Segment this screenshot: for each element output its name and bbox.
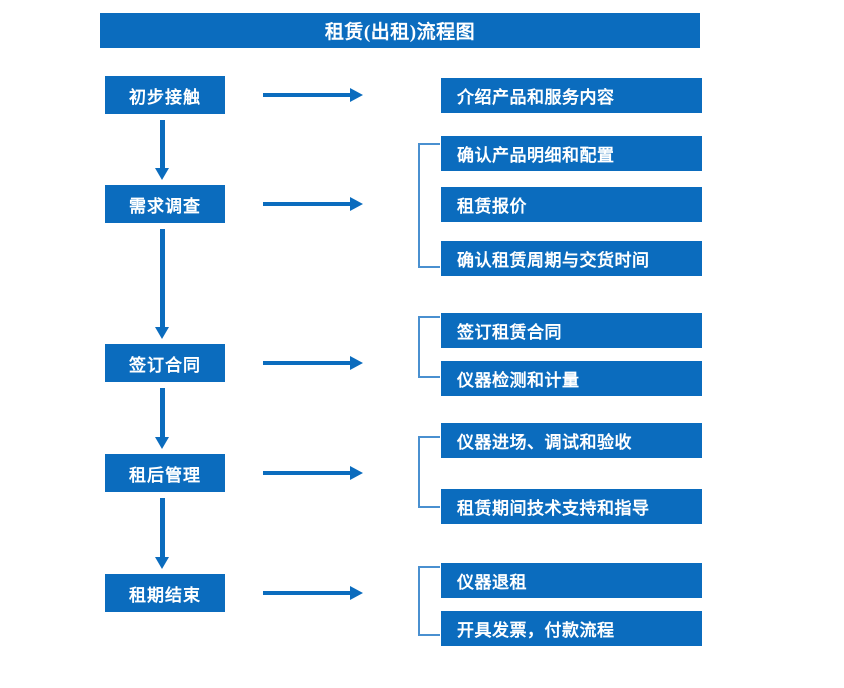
detail-box-confirm-product-details[interactable]: 确认产品明细和配置 bbox=[441, 136, 702, 171]
group-bracket-sign-contract bbox=[418, 316, 440, 378]
vertical-arrow-contract-to-management bbox=[155, 388, 169, 449]
vertical-arrow-contact-to-survey bbox=[155, 120, 169, 180]
group-bracket-requirement-survey bbox=[418, 143, 440, 268]
vertical-arrow-management-to-lease-end bbox=[155, 498, 169, 569]
horizontal-arrow-requirement-survey bbox=[263, 197, 363, 211]
vertical-arrow-survey-to-contract bbox=[155, 229, 169, 339]
group-bracket-post-rental-management bbox=[418, 436, 440, 508]
group-bracket-lease-end bbox=[418, 566, 440, 636]
horizontal-arrow-lease-end bbox=[263, 586, 363, 600]
stage-box-lease-end[interactable]: 租期结束 bbox=[105, 574, 225, 612]
stage-box-sign-contract[interactable]: 签订合同 bbox=[105, 344, 225, 382]
detail-box-rental-quotation[interactable]: 租赁报价 bbox=[441, 187, 702, 222]
horizontal-arrow-post-rental-management bbox=[263, 466, 363, 480]
detail-box-sign-rental-contract[interactable]: 签订租赁合同 bbox=[441, 313, 702, 348]
detail-box-instrument-return[interactable]: 仪器退租 bbox=[441, 563, 702, 598]
detail-box-technical-support[interactable]: 租赁期间技术支持和指导 bbox=[441, 489, 702, 524]
stage-box-requirement-survey[interactable]: 需求调查 bbox=[105, 185, 225, 223]
stage-box-initial-contact[interactable]: 初步接触 bbox=[105, 76, 225, 114]
detail-box-instrument-inspection[interactable]: 仪器检测和计量 bbox=[441, 361, 702, 396]
horizontal-arrow-sign-contract bbox=[263, 356, 363, 370]
horizontal-arrow-initial-contact bbox=[263, 88, 363, 102]
flowchart-title: 租赁(出租)流程图 bbox=[100, 13, 700, 48]
detail-box-confirm-lease-period[interactable]: 确认租赁周期与交货时间 bbox=[441, 241, 702, 276]
stage-box-post-rental-management[interactable]: 租后管理 bbox=[105, 454, 225, 492]
detail-box-instrument-entry-commissioning[interactable]: 仪器进场、调试和验收 bbox=[441, 423, 702, 458]
detail-box-introduce-products[interactable]: 介绍产品和服务内容 bbox=[441, 78, 702, 113]
detail-box-invoice-payment[interactable]: 开具发票，付款流程 bbox=[441, 611, 702, 646]
